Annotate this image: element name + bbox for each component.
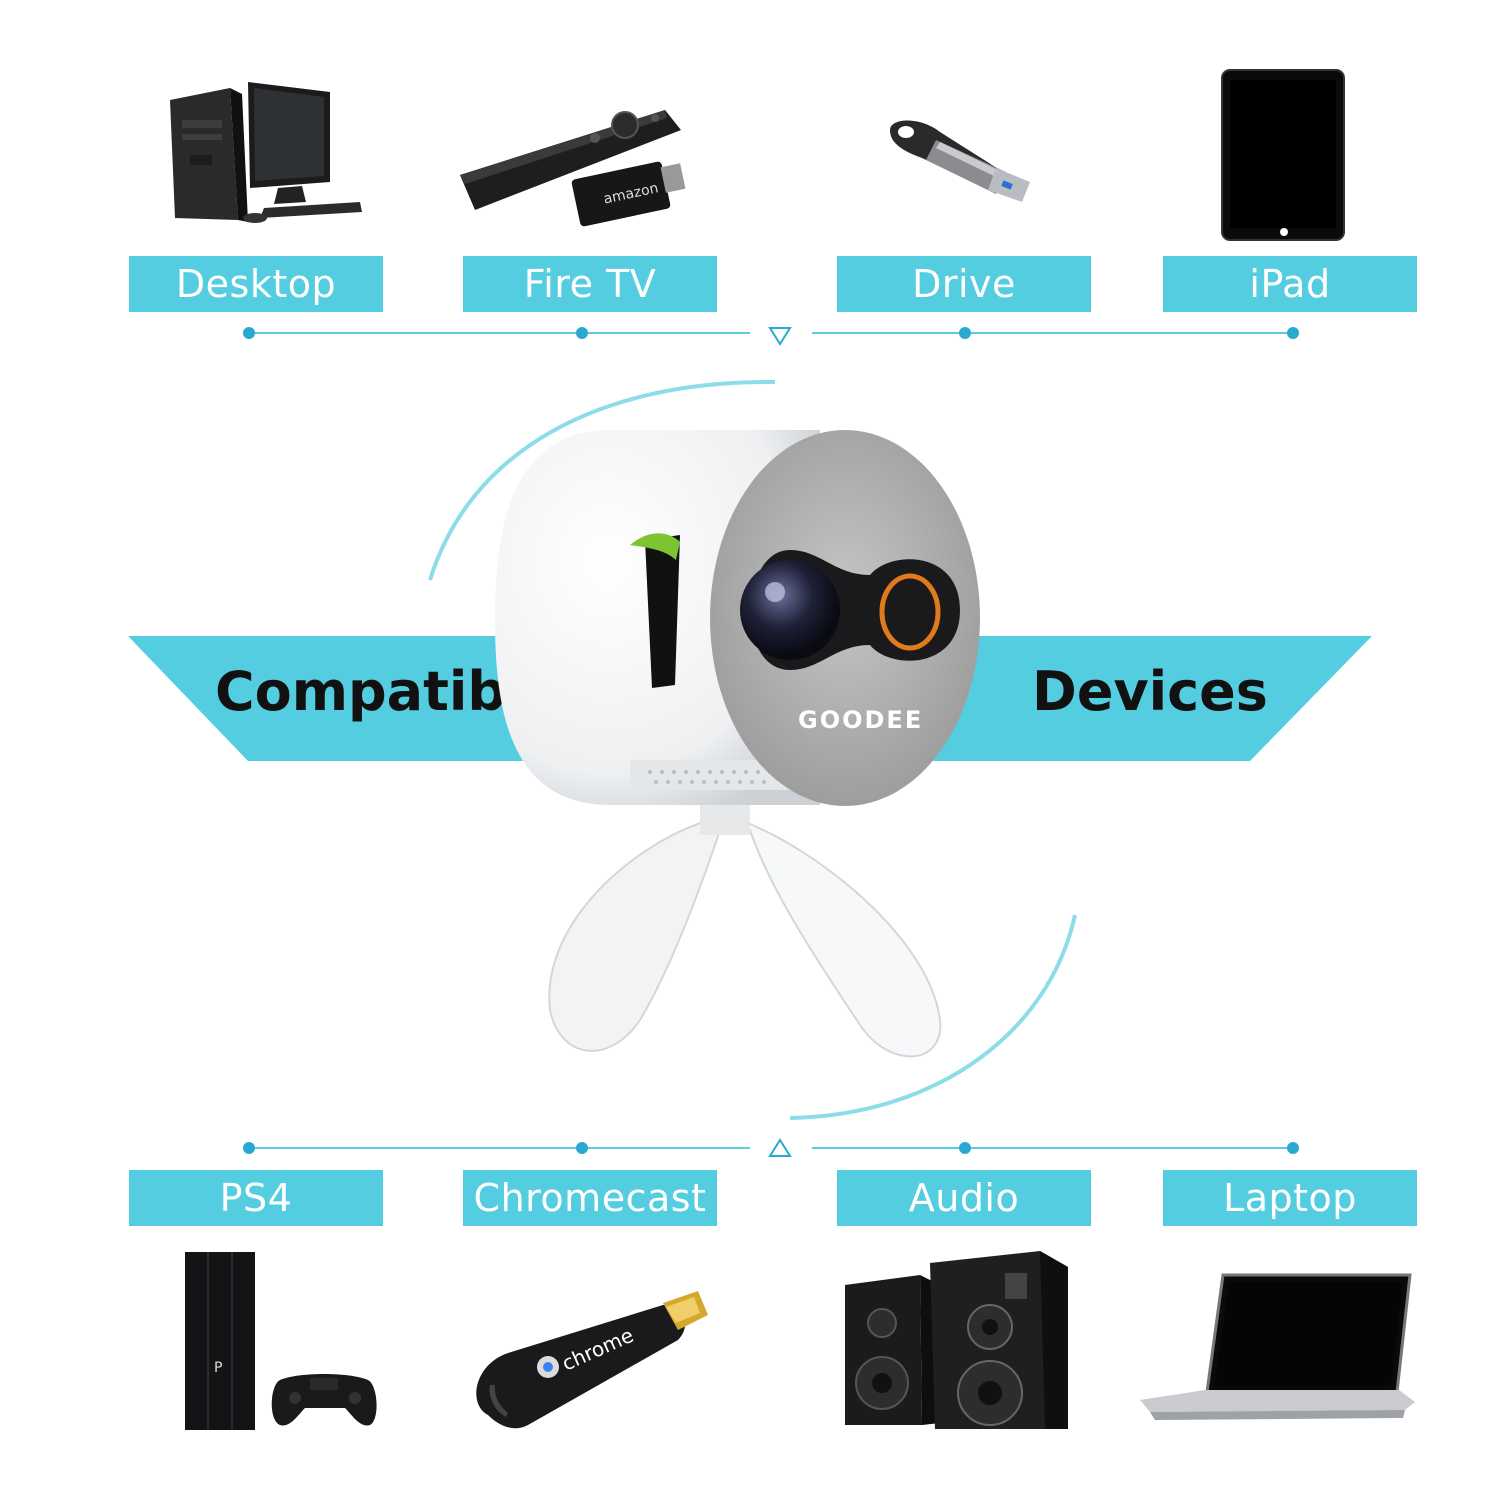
bottom-dot bbox=[576, 1142, 588, 1154]
top-dot bbox=[959, 327, 971, 339]
speakers-icon bbox=[845, 1251, 1068, 1429]
bottom-dot bbox=[243, 1142, 255, 1154]
chromecast-dongle-icon: chrome bbox=[476, 1291, 708, 1429]
device-label-ipad: iPad bbox=[1163, 256, 1417, 312]
laptop-icon bbox=[1140, 1273, 1415, 1420]
ipad-icon bbox=[1221, 69, 1345, 241]
usb-drive-icon bbox=[890, 120, 1030, 202]
device-label-desktop: Desktop bbox=[129, 256, 383, 312]
top-dot bbox=[1287, 327, 1299, 339]
bottom-connector-line-left bbox=[248, 1147, 750, 1149]
top-connector-line-left bbox=[248, 332, 750, 334]
device-label-laptop: Laptop bbox=[1163, 1170, 1417, 1226]
up-triangle-icon bbox=[768, 1138, 792, 1157]
headline-devices: Devices bbox=[1032, 660, 1268, 723]
bottom-dot bbox=[1287, 1142, 1299, 1154]
device-label-fire-tv: Fire TV bbox=[463, 256, 717, 312]
svg-text:P: P bbox=[214, 1360, 222, 1376]
device-label-chromecast: Chromecast bbox=[463, 1170, 717, 1226]
top-dot bbox=[576, 327, 588, 339]
ps4-console-icon: P bbox=[185, 1252, 377, 1430]
desktop-computer-icon bbox=[170, 82, 362, 223]
top-connector-line-right bbox=[812, 332, 1294, 334]
down-triangle-icon bbox=[768, 327, 792, 346]
devices-banner bbox=[930, 636, 1372, 761]
compatible-banner bbox=[128, 636, 548, 761]
projector-brand-text: GOODEE bbox=[798, 706, 923, 734]
bottom-dot bbox=[959, 1142, 971, 1154]
device-label-audio: Audio bbox=[837, 1170, 1091, 1226]
bottom-connector-line-right bbox=[812, 1147, 1294, 1149]
device-label-drive: Drive bbox=[837, 256, 1091, 312]
top-dot bbox=[243, 327, 255, 339]
device-label-ps4: PS4 bbox=[129, 1170, 383, 1226]
projector-illustration: GOODEE bbox=[495, 430, 980, 1058]
fire-tv-remote-icon: amazon bbox=[460, 110, 686, 227]
